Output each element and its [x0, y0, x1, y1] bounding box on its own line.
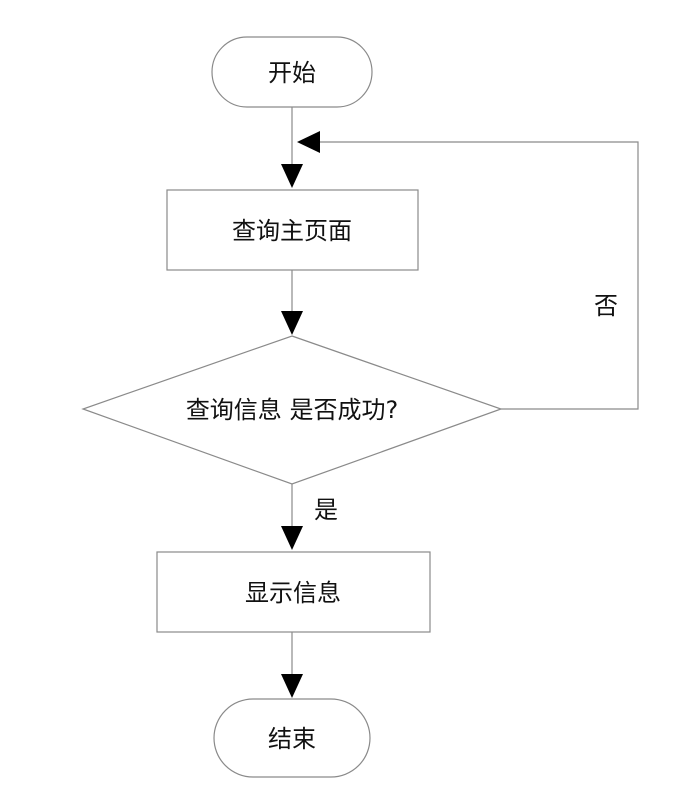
- yes-branch-label: 是: [314, 496, 338, 524]
- query-home-label: 查询主页面: [232, 217, 352, 245]
- end-label: 结束: [268, 725, 316, 753]
- yes-branch: 是: [281, 484, 338, 550]
- arrowhead-down-4: [281, 674, 303, 698]
- start-node: 开始: [211, 36, 373, 108]
- no-branch-label: 否: [594, 292, 618, 320]
- arrow-info-to-end: [281, 632, 303, 698]
- arrow-query-to-decision: [281, 270, 303, 335]
- arrowhead-down-1: [281, 164, 303, 188]
- end-node: 结束: [213, 698, 371, 778]
- no-branch-loop: 否: [320, 141, 639, 410]
- show-info-node: 显示信息: [156, 551, 431, 633]
- arrowhead-down-2: [281, 311, 303, 335]
- arrow-start-to-query: [281, 107, 303, 188]
- start-label: 开始: [268, 59, 316, 87]
- decision-node: 查询信息 是否成功?: [81, 335, 503, 485]
- query-home-node: 查询主页面: [166, 189, 419, 271]
- show-info-label: 显示信息: [245, 579, 341, 607]
- loop-arrowhead-left: [297, 131, 320, 153]
- decision-label: 查询信息 是否成功?: [186, 396, 398, 424]
- arrowhead-down-3: [281, 526, 303, 550]
